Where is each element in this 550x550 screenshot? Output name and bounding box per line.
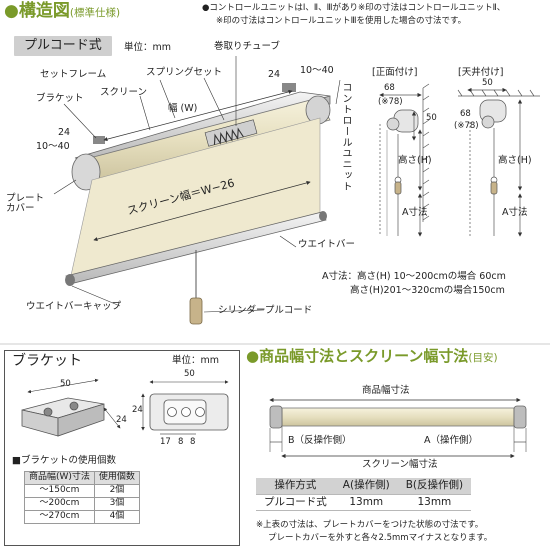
front-mount-50: 50	[426, 113, 437, 123]
bracket-usage-table: 商品幅(W)寸法 使用個数 〜150cm 2個 〜200cm 3個 〜270cm…	[24, 471, 140, 524]
structure-title-text: ●構造図	[4, 1, 70, 21]
front-mount-diagram	[379, 83, 430, 237]
front-mount-height: 高さ(H)	[398, 155, 432, 166]
label-weight-bar: ウエイトバー	[298, 239, 356, 250]
screen-width-label: スクリーン幅寸法	[362, 459, 438, 470]
unit-label: 単位：mm	[124, 42, 172, 53]
table-row: 〜150cm 2個	[24, 483, 140, 498]
header-method: 操作方式	[256, 478, 335, 495]
bracket-unit: 単位：mm	[172, 355, 220, 366]
note-1: ●コントロールユニットはⅠ、Ⅱ、Ⅲがあり※印の寸法はコントロールユニットⅡ、	[202, 3, 506, 13]
label-roll-tube: 巻取りチューブ	[214, 41, 280, 52]
label-cylinder-cord: シリンダープルコード	[218, 305, 313, 316]
width-note-1: ※上表の寸法は、プレートカバーをつけた状態の寸法です。	[256, 520, 484, 530]
ceiling-mount-68: 68	[460, 109, 471, 119]
label-weight-bar-cap: ウエイトバーキャップ	[26, 301, 122, 312]
label-spring-set: スプリングセット	[146, 67, 223, 78]
ceiling-mount-78: (※78)	[454, 121, 479, 131]
header-b: B(反操作側)	[397, 478, 472, 495]
label-set-frame: セットフレーム	[40, 69, 107, 80]
note-2: ※印の寸法はコントロールユニットⅢを使用した場合の寸法です。	[216, 16, 467, 26]
bracket-front-drawing	[141, 380, 229, 435]
cell-method: プルコード式	[256, 494, 335, 512]
bracket-dim-50a: 50	[60, 379, 71, 389]
cell-width: 〜270cm	[24, 509, 95, 524]
bracket-dim-24b: 24	[132, 405, 143, 415]
label-dim-10-40a: 10〜40	[36, 141, 70, 152]
width-section-title: ●商品幅寸法とスクリーン幅寸法(目安)	[246, 348, 498, 365]
ceiling-mount-50: 50	[482, 78, 493, 88]
bracket-panel	[4, 350, 240, 546]
cell-a: 13mm	[334, 494, 398, 512]
table-row: 〜200cm 3個	[24, 496, 140, 511]
header-count: 使用個数	[93, 471, 140, 485]
front-mount-title: [正面付け]	[372, 67, 418, 78]
ceiling-mount-height: 高さ(H)	[498, 155, 532, 166]
b-side-label: B（反操作側）	[288, 435, 352, 446]
bracket-dim-24a: 24	[116, 415, 127, 425]
width-table: 操作方式 A(操作側) B(反操作側) プルコード式 13mm 13mm	[256, 478, 472, 512]
cell-count: 4個	[93, 509, 140, 524]
label-plate-cover: プレートカバー	[6, 193, 45, 215]
bracket-left	[93, 136, 105, 144]
label-width: 幅 (W)	[168, 103, 198, 114]
structure-title: ●構造図(標準仕様)	[4, 2, 120, 21]
table-header-row: 商品幅(W)寸法 使用個数	[24, 471, 140, 485]
cell-width: 〜200cm	[24, 496, 95, 511]
width-section-title-text: ●商品幅寸法とスクリーン幅寸法	[246, 347, 469, 365]
a-dim-note-2: 高さ(H)201〜320cmの場合150cm	[350, 285, 505, 296]
label-bracket: ブラケット	[36, 93, 84, 104]
cylinder-handle	[189, 297, 203, 325]
structure-subtitle: (標準仕様)	[69, 7, 121, 19]
bracket-usage-title: ■ブラケットの使用個数	[12, 455, 116, 466]
cell-width: 〜150cm	[24, 483, 95, 498]
width-note-2: プレートカバーを外すと各々2.5mmマイナスとなります。	[268, 533, 493, 543]
label-dim-24a: 24	[58, 127, 71, 138]
front-mount-78: (※78)	[378, 97, 403, 107]
bracket-dim-17: 17	[160, 437, 171, 447]
bracket-dim-50b: 50	[184, 369, 195, 379]
cell-count: 2個	[93, 483, 140, 498]
label-screen: スクリーン	[100, 87, 148, 98]
front-mount-68: 68	[384, 83, 395, 93]
label-control-unit: コントロールユニット	[340, 82, 351, 192]
ceiling-mount-diagram	[457, 87, 540, 237]
a-dim-note-1: A寸法：高さ(H) 10〜200cmの場合 60cm	[322, 271, 506, 282]
label-dim-10-40b: 10〜40	[300, 65, 334, 76]
product-width-label: 商品幅寸法	[362, 385, 410, 396]
weight-bar-cap-shape	[65, 274, 75, 286]
header-width: 商品幅(W)寸法	[24, 471, 95, 485]
bracket-dim-8a: 8	[178, 437, 184, 447]
ceiling-mount-title: [天井付け]	[458, 67, 504, 78]
a-side-label: A（操作側）	[424, 435, 478, 446]
ceiling-mount-a-dim: A寸法	[502, 207, 528, 218]
bracket-right	[282, 83, 296, 92]
front-mount-a-dim: A寸法	[402, 207, 428, 218]
type-label: プルコード式	[14, 36, 112, 57]
width-section-subtitle: (目安)	[468, 352, 498, 364]
label-dim-24b: 24	[268, 69, 281, 80]
table-row: プルコード式 13mm 13mm	[256, 494, 472, 512]
width-diagram	[269, 397, 527, 459]
bracket-dim-8b: 8	[190, 437, 196, 447]
bracket-iso-drawing	[21, 378, 121, 437]
cell-b: 13mm	[397, 494, 472, 512]
cell-count: 3個	[93, 496, 140, 511]
table-header-row: 操作方式 A(操作側) B(反操作側)	[256, 478, 472, 495]
bracket-title: ブラケット	[12, 353, 82, 369]
header-a: A(操作側)	[334, 478, 398, 495]
table-row: 〜270cm 4個	[24, 509, 140, 524]
